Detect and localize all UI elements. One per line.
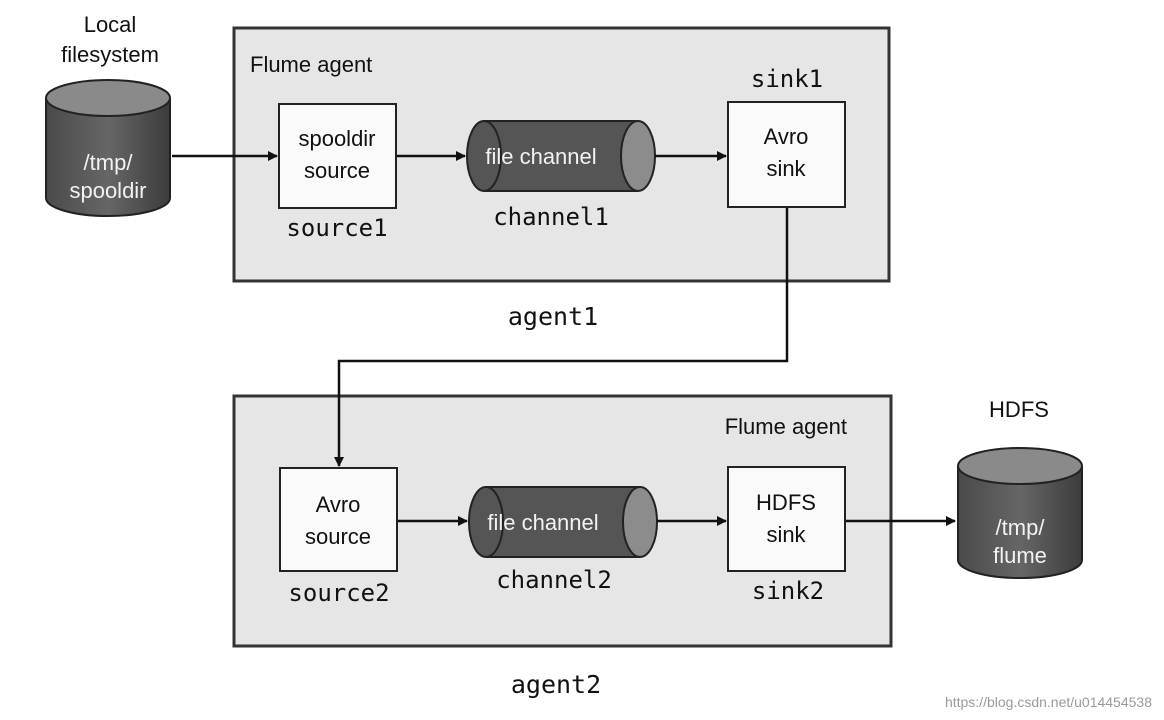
agent1-source-label-line1: spooldir (298, 126, 375, 151)
agent1-box-title: Flume agent (250, 52, 372, 77)
watermark: https://blog.csdn.net/u014454538 (945, 694, 1152, 710)
agent2-channel: file channel channel2 (468, 486, 658, 594)
agent1-source-id: source1 (286, 214, 387, 242)
agent1-name: agent1 (508, 302, 598, 331)
agent2-source-label-line2: source (305, 524, 371, 549)
spooldir-path-line1: /tmp/ (84, 150, 134, 175)
agent2-source: Avro source source2 (279, 467, 398, 607)
agent1-sink-label-line2: sink (766, 156, 806, 181)
local-filesystem-label-line1: Local (84, 12, 137, 37)
agent1-channel-label: file channel (485, 144, 596, 169)
flow-arrows (172, 151, 956, 526)
arrow-sink1-to-source2 (334, 208, 789, 467)
spooldir-path-line2: spooldir (69, 178, 146, 203)
agent2-sink-label-line1: HDFS (756, 490, 816, 515)
hdfs-label: HDFS (989, 397, 1049, 422)
hdfs-database: HDFS /tmp/ flume (957, 397, 1083, 579)
agent2-sink: HDFS sink sink2 (727, 466, 846, 605)
agent2-box-title: Flume agent (725, 414, 847, 439)
agent2-sink-label-line2: sink (766, 522, 806, 547)
agent2-name: agent2 (511, 670, 601, 699)
hdfs-path-line1: /tmp/ (996, 515, 1046, 540)
agent1-channel: file channel channel1 (466, 120, 656, 231)
agent2-source-label-line1: Avro (316, 492, 361, 517)
agent2-channel-id: channel2 (496, 566, 612, 594)
agent1-source: spooldir source source1 (278, 103, 397, 242)
hdfs-path-line2: flume (993, 543, 1047, 568)
agent2-source-id: source2 (288, 579, 389, 607)
agent1-sink-id: sink1 (751, 65, 823, 93)
agent1-sink-label-line1: Avro (764, 124, 809, 149)
agent2-channel-label: file channel (487, 510, 598, 535)
agent1-source-label-line2: source (304, 158, 370, 183)
agent2-sink-id: sink2 (752, 577, 824, 605)
local-filesystem-label-line2: filesystem (61, 42, 159, 67)
agent1-channel-id: channel1 (493, 203, 609, 231)
agent1-sink: sink1 Avro sink (727, 65, 846, 208)
local-filesystem-database: Local filesystem /tmp/ spooldir (45, 12, 171, 217)
